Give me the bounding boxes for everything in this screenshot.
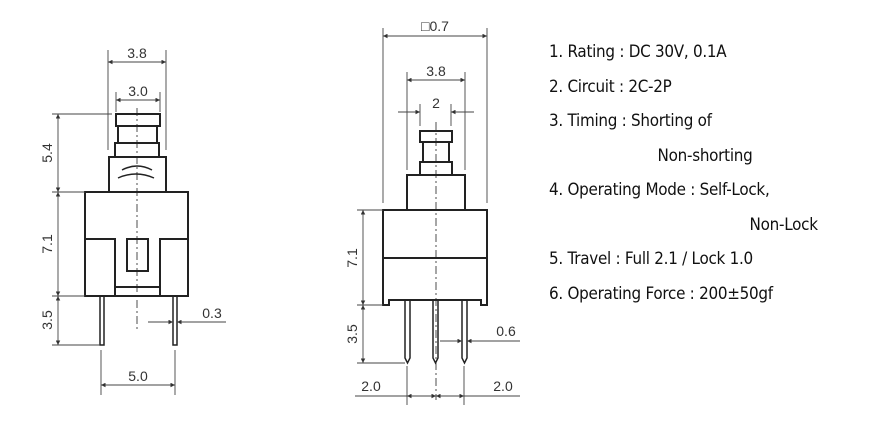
spec-mode-cont: Non-Lock bbox=[749, 214, 818, 234]
spec-timing-cont: Non-shorting bbox=[657, 145, 753, 165]
spec-travel: 5. Travel : Full 2.1 / Lock 1.0 bbox=[549, 249, 753, 268]
dim-pin-thickness: 0.3 bbox=[202, 305, 222, 321]
dim-plunger-height: 5.4 bbox=[39, 143, 55, 163]
spec-mode: 4. Operating Mode : Self-Lock, bbox=[549, 180, 770, 199]
dim-body-height: 7.1 bbox=[39, 234, 55, 254]
front-view-drawing bbox=[355, 28, 520, 405]
dim-pin-width: 0.6 bbox=[496, 323, 516, 339]
switch-body bbox=[84, 191, 189, 297]
dim-pin-length: 3.5 bbox=[344, 324, 360, 344]
window bbox=[126, 238, 149, 272]
dim-pin-pitch: 5.0 bbox=[128, 368, 148, 384]
dim-pitch-left: 2.0 bbox=[361, 378, 381, 394]
spec-rating: 1. Rating : DC 30V, 0.1A bbox=[549, 42, 727, 61]
dim-pin-length: 3.5 bbox=[39, 310, 55, 330]
dim-pitch-right: 2.0 bbox=[493, 378, 513, 394]
dim-body-height: 7.1 bbox=[344, 248, 360, 268]
spec-circuit: 2. Circuit : 2C-2P bbox=[549, 76, 672, 96]
spec-force: 6. Operating Force : 200±50gf bbox=[549, 283, 773, 303]
spec-timing: 3. Timing : Shorting of bbox=[549, 111, 712, 130]
pins bbox=[99, 296, 178, 346]
dim-body-width: □0.7 bbox=[421, 18, 449, 34]
dim-housing-width: 3.8 bbox=[426, 63, 446, 79]
spring bbox=[117, 165, 155, 179]
dim-top-width: 3.8 bbox=[127, 45, 147, 61]
dim-plunger-width: 2 bbox=[432, 95, 440, 111]
switch-body bbox=[382, 209, 488, 306]
spec-list: 1. Rating : DC 30V, 0.1A 2. Circuit : 2C… bbox=[549, 40, 818, 316]
plunger-cap bbox=[115, 113, 161, 127]
dim-cap-width: 3.0 bbox=[128, 83, 148, 99]
plunger-stem bbox=[117, 125, 158, 144]
side-view-drawing bbox=[52, 50, 226, 395]
pins bbox=[404, 300, 468, 365]
